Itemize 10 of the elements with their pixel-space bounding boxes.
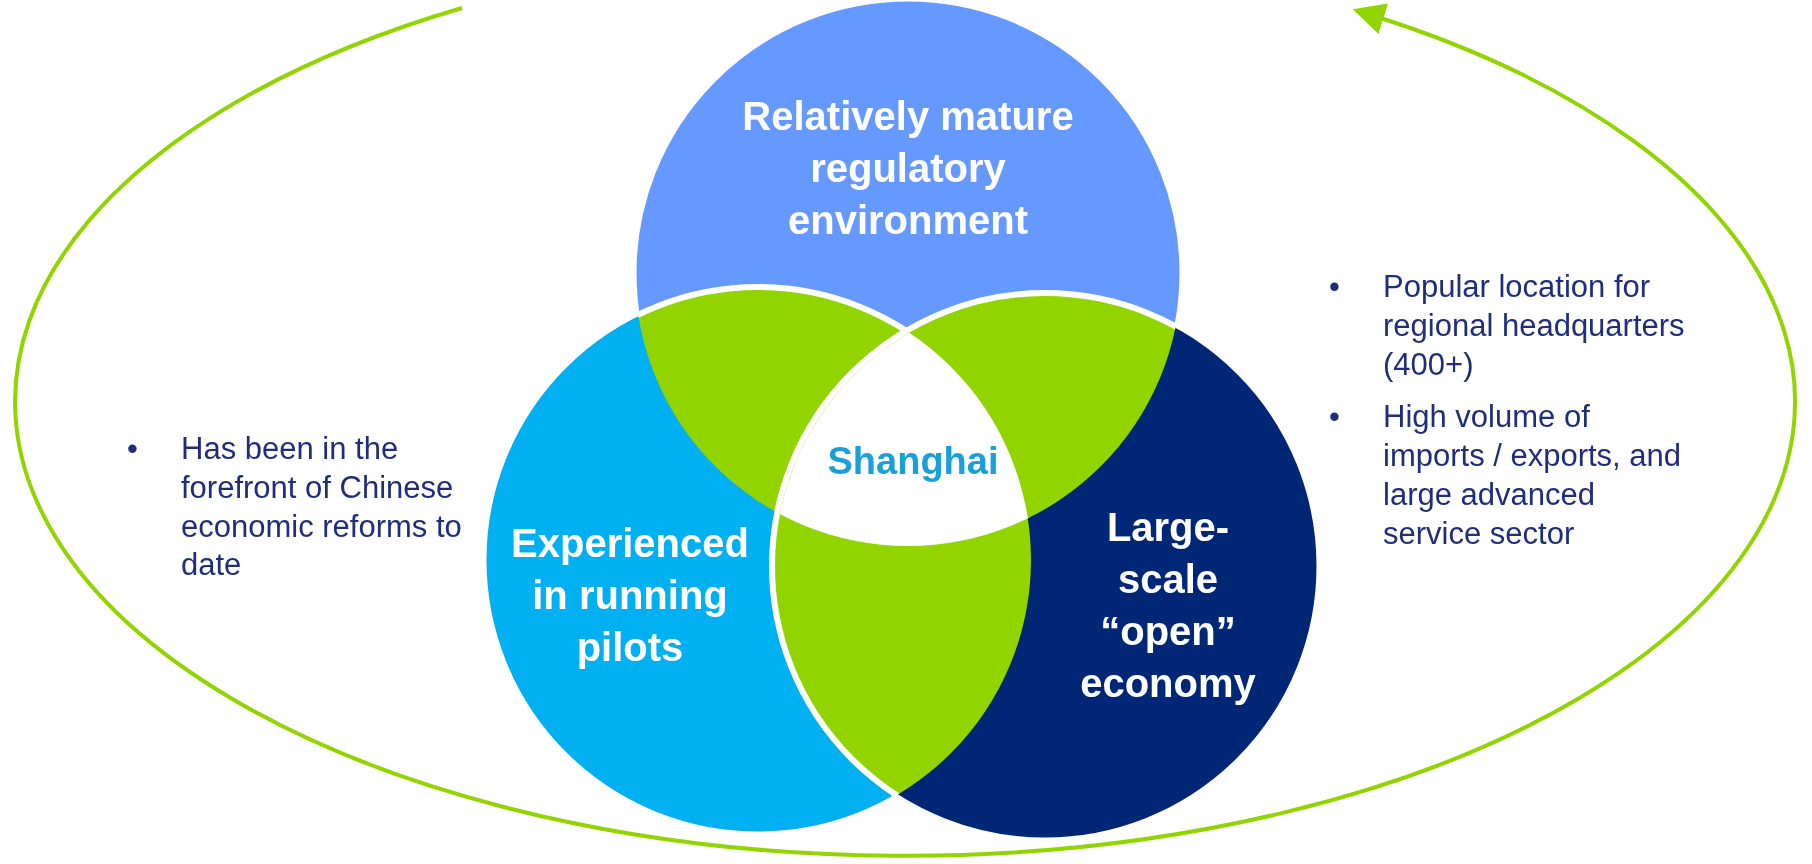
bullet-marker: • <box>1329 268 1341 306</box>
bullet-text: Popular location for regional headquarters (400+) <box>1383 268 1686 384</box>
circle-label: Relatively mature regulatory environment <box>708 90 1108 246</box>
circle-label: Large-scale “open” economy <box>1068 501 1268 709</box>
circle-label: Experienced in running pilots <box>490 517 770 673</box>
bullet-marker: • <box>127 430 139 468</box>
bullet-marker: • <box>1329 398 1341 437</box>
bullet-text: High volume of imports / exports, and large advanced service sector <box>1383 398 1683 553</box>
bullet-text: Has been in the forefront of Chinese economic reforms to date <box>181 430 463 585</box>
center-label: Shanghai <box>813 437 1013 487</box>
